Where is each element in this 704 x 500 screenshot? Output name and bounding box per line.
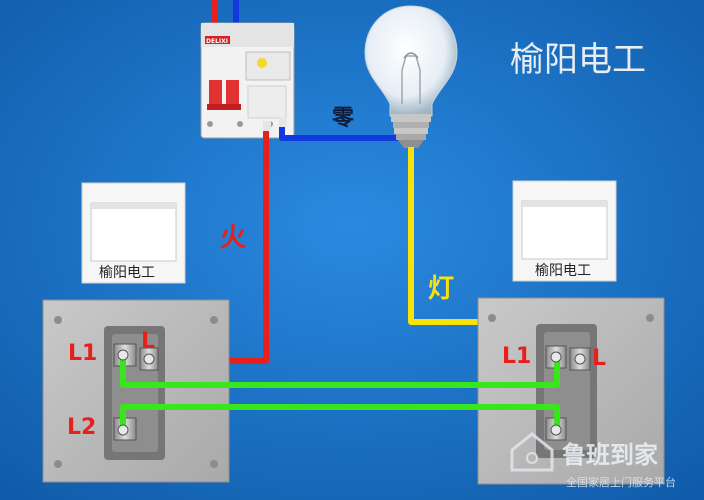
switch-face-left: 榆阳电工	[81, 182, 186, 284]
watermark-subtitle: 全国家居上门服务平台	[566, 475, 676, 489]
traveler-wire-upper	[120, 352, 560, 388]
left-terminal-l2: L2	[67, 415, 96, 440]
watermark: 鲁班到家 全国家居上门服务平台	[510, 432, 676, 489]
traveler-wire-lower	[120, 404, 560, 430]
circuit-breaker: DELIXI	[200, 22, 295, 139]
neutral-label: 零	[331, 106, 355, 131]
switch-back-left	[42, 299, 230, 483]
right-terminal-l1: L1	[502, 344, 531, 369]
lamp-label: 灯	[428, 274, 454, 304]
light-bulb	[364, 5, 458, 148]
left-terminal-l: L	[141, 329, 155, 354]
supply-wires	[212, 0, 239, 28]
left-terminal-l1: L1	[68, 341, 97, 366]
breaker-brand: DELIXI	[206, 38, 228, 45]
switch-right-caption: 榆阳电工	[535, 263, 591, 279]
breaker-handle-left	[209, 80, 222, 106]
page-title: 榆阳电工	[510, 40, 646, 80]
right-terminal-l: L	[592, 346, 606, 371]
watermark-brand: 鲁班到家	[562, 441, 658, 469]
switch-left-caption: 榆阳电工	[99, 265, 155, 281]
house-logo-icon	[510, 432, 554, 472]
breaker-handle-right	[226, 80, 239, 106]
switch-face-right: 榆阳电工	[512, 180, 617, 282]
terminal-screws	[117, 349, 586, 436]
live-label: 火	[220, 223, 246, 253]
